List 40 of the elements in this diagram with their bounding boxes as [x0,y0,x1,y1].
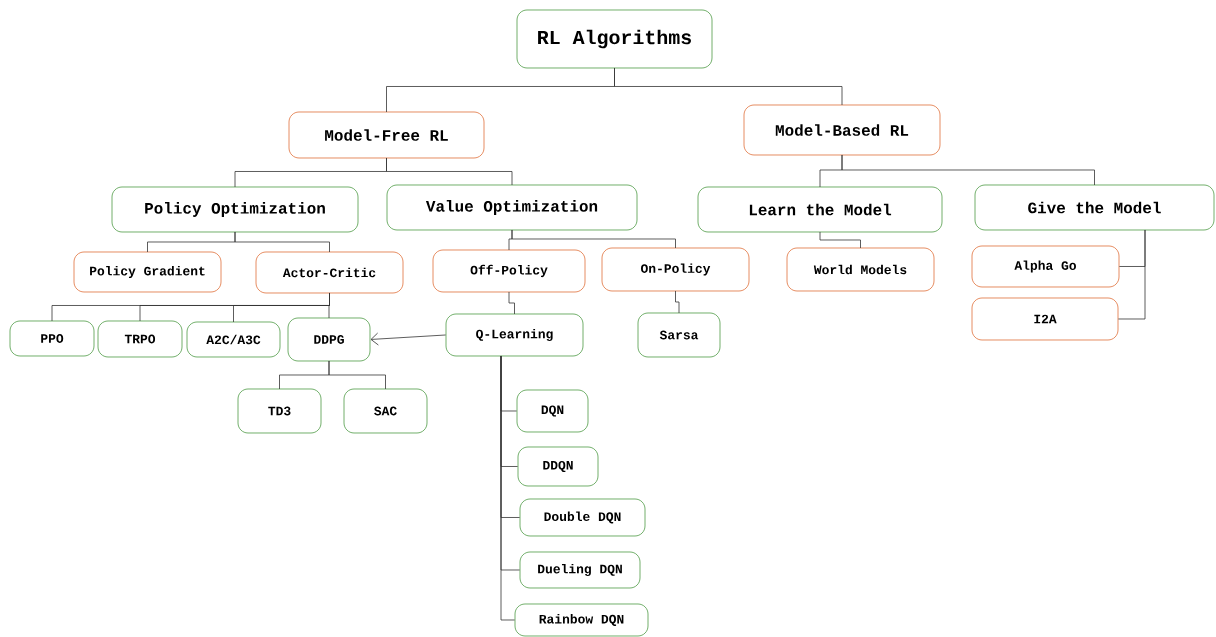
rounded-box: Double DQN [519,498,646,537]
connector [386,157,513,186]
rounded-box: PPO [9,320,95,357]
rounded-box: TD3 [237,388,322,434]
rounded-box: SAC [343,388,428,434]
connector [234,231,330,253]
rounded-box: On-Policy [601,247,750,292]
rounded-box: Alpha Go [971,245,1120,288]
connector [508,291,515,315]
rounded-box: Model-Free RL [288,111,485,159]
rounded-box: RL Algorithms [516,9,713,69]
connector [500,355,515,621]
rounded-box: DDPG [287,317,371,362]
rounded-box: Off-Policy [432,249,586,293]
rounded-box: Model-Based RL [743,104,941,156]
rounded-box: World Models [786,247,935,292]
connector [1118,229,1146,320]
rounded-box: Policy Gradient [73,251,222,293]
rounded-box: Give the Model [974,184,1215,231]
rounded-box: Sarsa [637,312,721,358]
connector [614,67,843,106]
connector [819,231,861,249]
rounded-box: Rainbow DQN [514,603,649,637]
connector [841,154,1095,186]
connector [675,290,680,314]
rounded-box: Value Optimization [386,184,638,231]
rounded-box: A2C/A3C [186,321,281,358]
rounded-box: I2A [971,297,1119,341]
rounded-box: Policy Optimization [111,186,359,233]
rounded-box: Learn the Model [697,186,943,233]
rounded-box: Q-Learning [445,313,584,357]
connector [511,229,676,249]
rounded-box: Actor-Critic [255,251,404,294]
rounded-box: Dueling DQN [519,551,641,589]
connector [328,360,386,390]
connector [370,332,446,346]
rounded-box: TRPO [97,320,183,358]
rounded-box: DDQN [517,446,599,487]
rounded-box: DQN [516,389,589,433]
connector [328,292,330,319]
